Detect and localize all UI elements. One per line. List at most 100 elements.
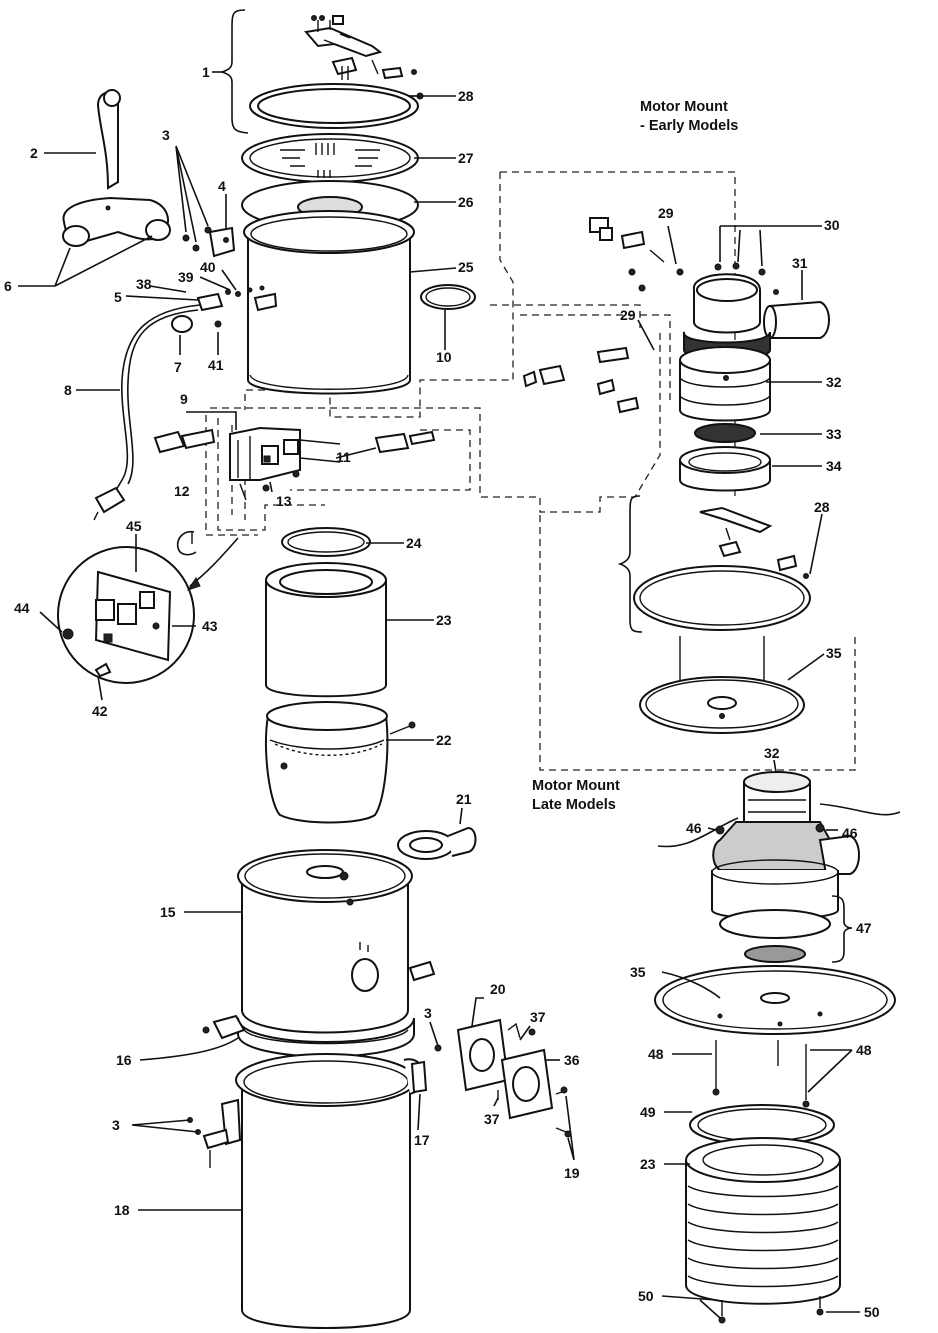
callout-8: 8 (64, 382, 72, 398)
small-gasket (420, 284, 476, 310)
bracket-item-1 (212, 9, 249, 134)
screws-50 (718, 1296, 824, 1324)
callout-42: 42 (92, 703, 108, 719)
filter-plate (241, 133, 419, 183)
callout-29b: 29 (620, 307, 636, 323)
callout-10: 10 (436, 349, 452, 365)
callout-36: 36 (564, 1052, 580, 1068)
callout-24: 24 (406, 535, 422, 551)
callout-18: 18 (114, 1202, 130, 1218)
callout-45: 45 (126, 518, 142, 534)
callout-3a: 3 (162, 127, 170, 143)
callout-37b: 37 (484, 1111, 500, 1127)
ring-24-inner (287, 531, 365, 553)
carry-handle (62, 89, 171, 247)
callout-3c: 3 (424, 1005, 432, 1021)
lid-ring (249, 83, 419, 129)
ring-right (633, 565, 811, 631)
screw-22 (389, 725, 411, 735)
callout-40: 40 (200, 259, 216, 275)
callout-28b: 28 (814, 499, 830, 515)
plug-prong (93, 511, 99, 521)
clip (176, 530, 197, 556)
callout-25: 25 (458, 259, 474, 275)
screws-37-19 (497, 1022, 572, 1138)
ring-34 (679, 446, 771, 492)
detail-arrow (189, 537, 239, 587)
latch-hardware-right (699, 506, 809, 579)
pleated-filter-23 (685, 1137, 841, 1305)
mounting-plate-20 (456, 1018, 510, 1092)
callout-27: 27 (458, 150, 474, 166)
bracket-screws (182, 226, 236, 258)
circuit-board-detail (57, 546, 195, 684)
upper-canister (243, 210, 415, 395)
callout-1: 1 (202, 64, 210, 80)
callout-4: 4 (218, 178, 226, 194)
heading-late-line1: Motor Mount (532, 778, 620, 794)
callout-49: 49 (640, 1104, 656, 1120)
bracket-item-1-right (617, 495, 643, 633)
callout-32b: 32 (764, 745, 780, 761)
heading-late-line2: Late Models (532, 797, 616, 813)
switch-assembly (153, 426, 436, 501)
band-16 (237, 1017, 415, 1058)
callout-43: 43 (202, 618, 218, 634)
motor-early (522, 217, 830, 422)
callout-44: 44 (14, 600, 30, 616)
motor-late (657, 771, 901, 963)
ring-24 (281, 527, 371, 557)
callout-23a: 23 (436, 612, 452, 628)
callout-19: 19 (564, 1165, 580, 1181)
callout-17: 17 (414, 1132, 430, 1148)
callout-7: 7 (174, 359, 182, 375)
callout-41: 41 (208, 357, 224, 373)
callout-33: 33 (826, 426, 842, 442)
plug (94, 486, 126, 514)
leader-lines (18, 95, 860, 1319)
filter-bag (264, 701, 389, 824)
base-plate-35-early (639, 636, 805, 734)
callout-21: 21 (456, 791, 472, 807)
power-cord (103, 304, 201, 511)
bolts-48 (712, 1040, 810, 1108)
callout-23b: 23 (640, 1156, 656, 1172)
callout-48a: 48 (648, 1046, 664, 1062)
callout-numbers: 1 2 3 4 6 38 39 40 5 7 41 8 9 11 12 13 4… (4, 64, 880, 1320)
heading-early-line2: - Early Models (640, 118, 738, 134)
callout-2: 2 (30, 145, 38, 161)
callout-37a: 37 (530, 1009, 546, 1025)
callout-34: 34 (826, 458, 842, 474)
callout-38: 38 (136, 276, 152, 292)
callout-26: 26 (458, 194, 474, 210)
callout-31: 31 (792, 255, 808, 271)
detail-arrowhead (186, 577, 201, 591)
callout-39: 39 (178, 269, 194, 285)
latch-left-lower (187, 1098, 242, 1168)
lower-canister (235, 1053, 417, 1329)
callout-22: 22 (436, 732, 452, 748)
callout-46b: 46 (842, 825, 858, 841)
gasket-plate-36 (500, 1048, 554, 1120)
callout-3b: 3 (112, 1117, 120, 1133)
callout-50b: 50 (864, 1304, 880, 1320)
filter-cylinder (265, 562, 387, 698)
callout-35a: 35 (826, 645, 842, 661)
callout-12: 12 (174, 483, 190, 499)
callout-32a: 32 (826, 374, 842, 390)
callout-16: 16 (116, 1052, 132, 1068)
main-body (237, 849, 413, 1034)
callout-48b: 48 (856, 1042, 872, 1058)
callout-29a: 29 (658, 205, 674, 221)
callout-28a: 28 (458, 88, 474, 104)
screw-22-head (408, 721, 416, 729)
inlet-fitting (397, 826, 477, 860)
latch-left-upper (202, 1014, 246, 1040)
bracket-item-47 (831, 895, 853, 963)
power-cord-outline (127, 309, 199, 485)
callout-50a: 50 (638, 1288, 654, 1304)
screen-33 (694, 423, 756, 443)
callout-11: 11 (336, 449, 351, 465)
callout-35b: 35 (630, 964, 646, 980)
